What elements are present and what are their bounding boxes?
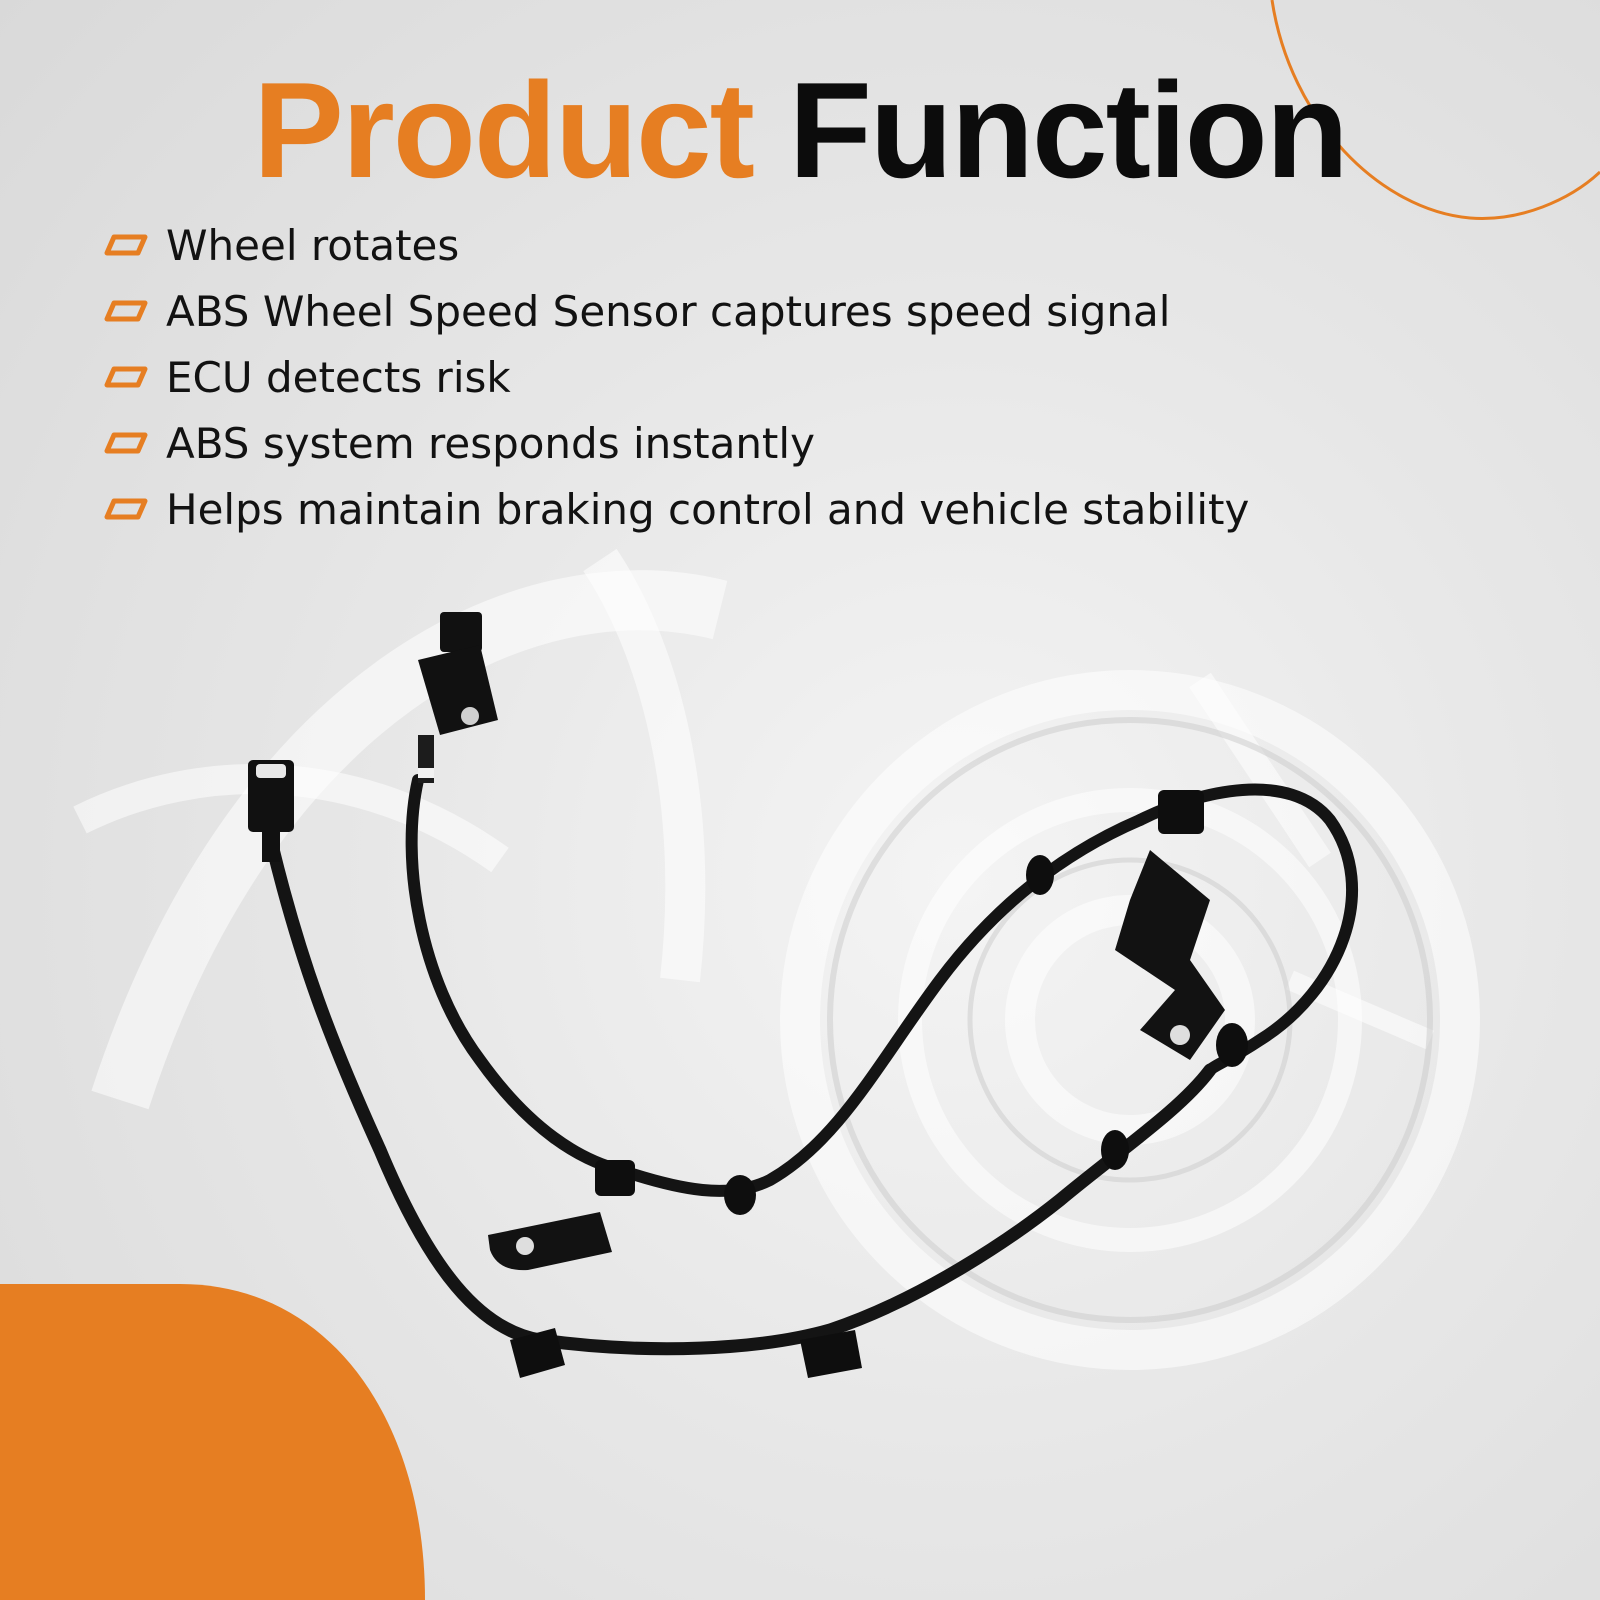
feature-item: ABS Wheel Speed Sensor captures speed si… — [104, 278, 1404, 344]
bullet-icon — [104, 498, 148, 520]
feature-text: ECU detects risk — [166, 352, 511, 402]
bullet-icon — [104, 432, 148, 454]
mounting-bracket — [488, 850, 1225, 1271]
title-part2: Function — [788, 54, 1349, 206]
cable-grommets — [510, 790, 1248, 1378]
bullet-icon — [104, 234, 148, 256]
feature-list: Wheel rotates ABS Wheel Speed Sensor cap… — [104, 212, 1404, 542]
decorative-arc — [1270, 0, 1600, 220]
bullet-icon — [104, 366, 148, 388]
feature-item: Wheel rotates — [104, 212, 1404, 278]
feature-text: Wheel rotates — [166, 220, 460, 270]
title-part1: Product — [253, 54, 755, 206]
feature-item: ABS system responds instantly — [104, 410, 1404, 476]
connector-plug — [248, 760, 294, 862]
feature-text: ABS system responds instantly — [166, 418, 815, 468]
bullet-icon — [104, 300, 148, 322]
page-title: Product Function — [0, 52, 1600, 208]
feature-text: ABS Wheel Speed Sensor captures speed si… — [166, 286, 1171, 336]
feature-item: ECU detects risk — [104, 344, 1404, 410]
feature-text: Helps maintain braking control and vehic… — [166, 484, 1250, 534]
feature-item: Helps maintain braking control and vehic… — [104, 476, 1404, 542]
sensor-head — [418, 612, 498, 783]
